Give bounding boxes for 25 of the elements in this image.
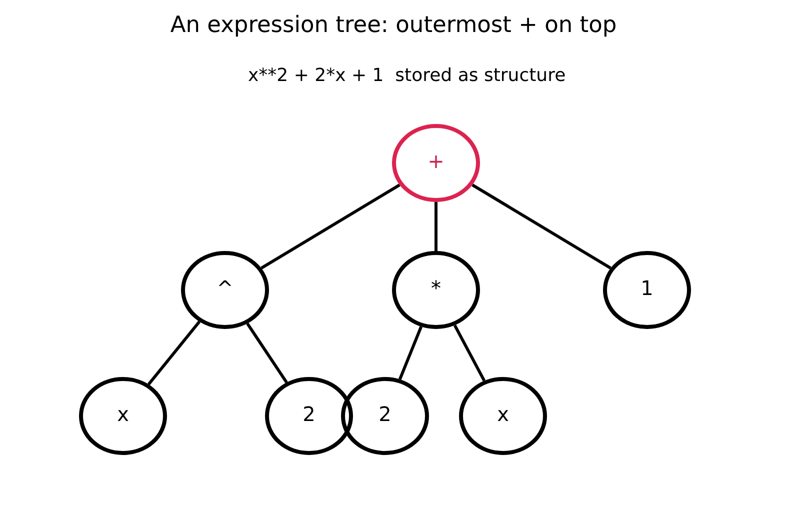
- tree-branch-line: [472, 184, 612, 270]
- operator-symbol: 2: [378, 403, 392, 426]
- node-circle: [341, 377, 429, 455]
- operator-symbol: x: [117, 403, 129, 426]
- operator-symbol: ^: [216, 277, 234, 300]
- tree-branch-line: [246, 322, 288, 384]
- node-circle: [265, 377, 353, 455]
- operator-symbol: 2: [302, 403, 316, 426]
- root-node-circle: [392, 124, 480, 202]
- tree-branch-line: [398, 326, 423, 380]
- node-circle: [603, 251, 691, 329]
- node-circle: [459, 377, 547, 455]
- node-circle: [392, 251, 480, 329]
- diagram-title: An expression tree: outermost + on top: [170, 12, 617, 38]
- operator-symbol: 1: [640, 277, 654, 300]
- operator-symbol: +: [428, 150, 444, 172]
- subtitle-text: x**2 + 2*x + 1 stored as structure: [248, 65, 566, 87]
- tree-branch-line: [260, 184, 400, 270]
- operator-symbol: x: [497, 403, 509, 426]
- node-circle: [181, 251, 269, 329]
- tree-branch-line: [434, 202, 438, 251]
- operator-symbol: *: [431, 277, 441, 300]
- node-circle: [79, 377, 167, 455]
- tree-branch-line: [453, 324, 486, 382]
- tree-branch-line: [147, 320, 201, 386]
